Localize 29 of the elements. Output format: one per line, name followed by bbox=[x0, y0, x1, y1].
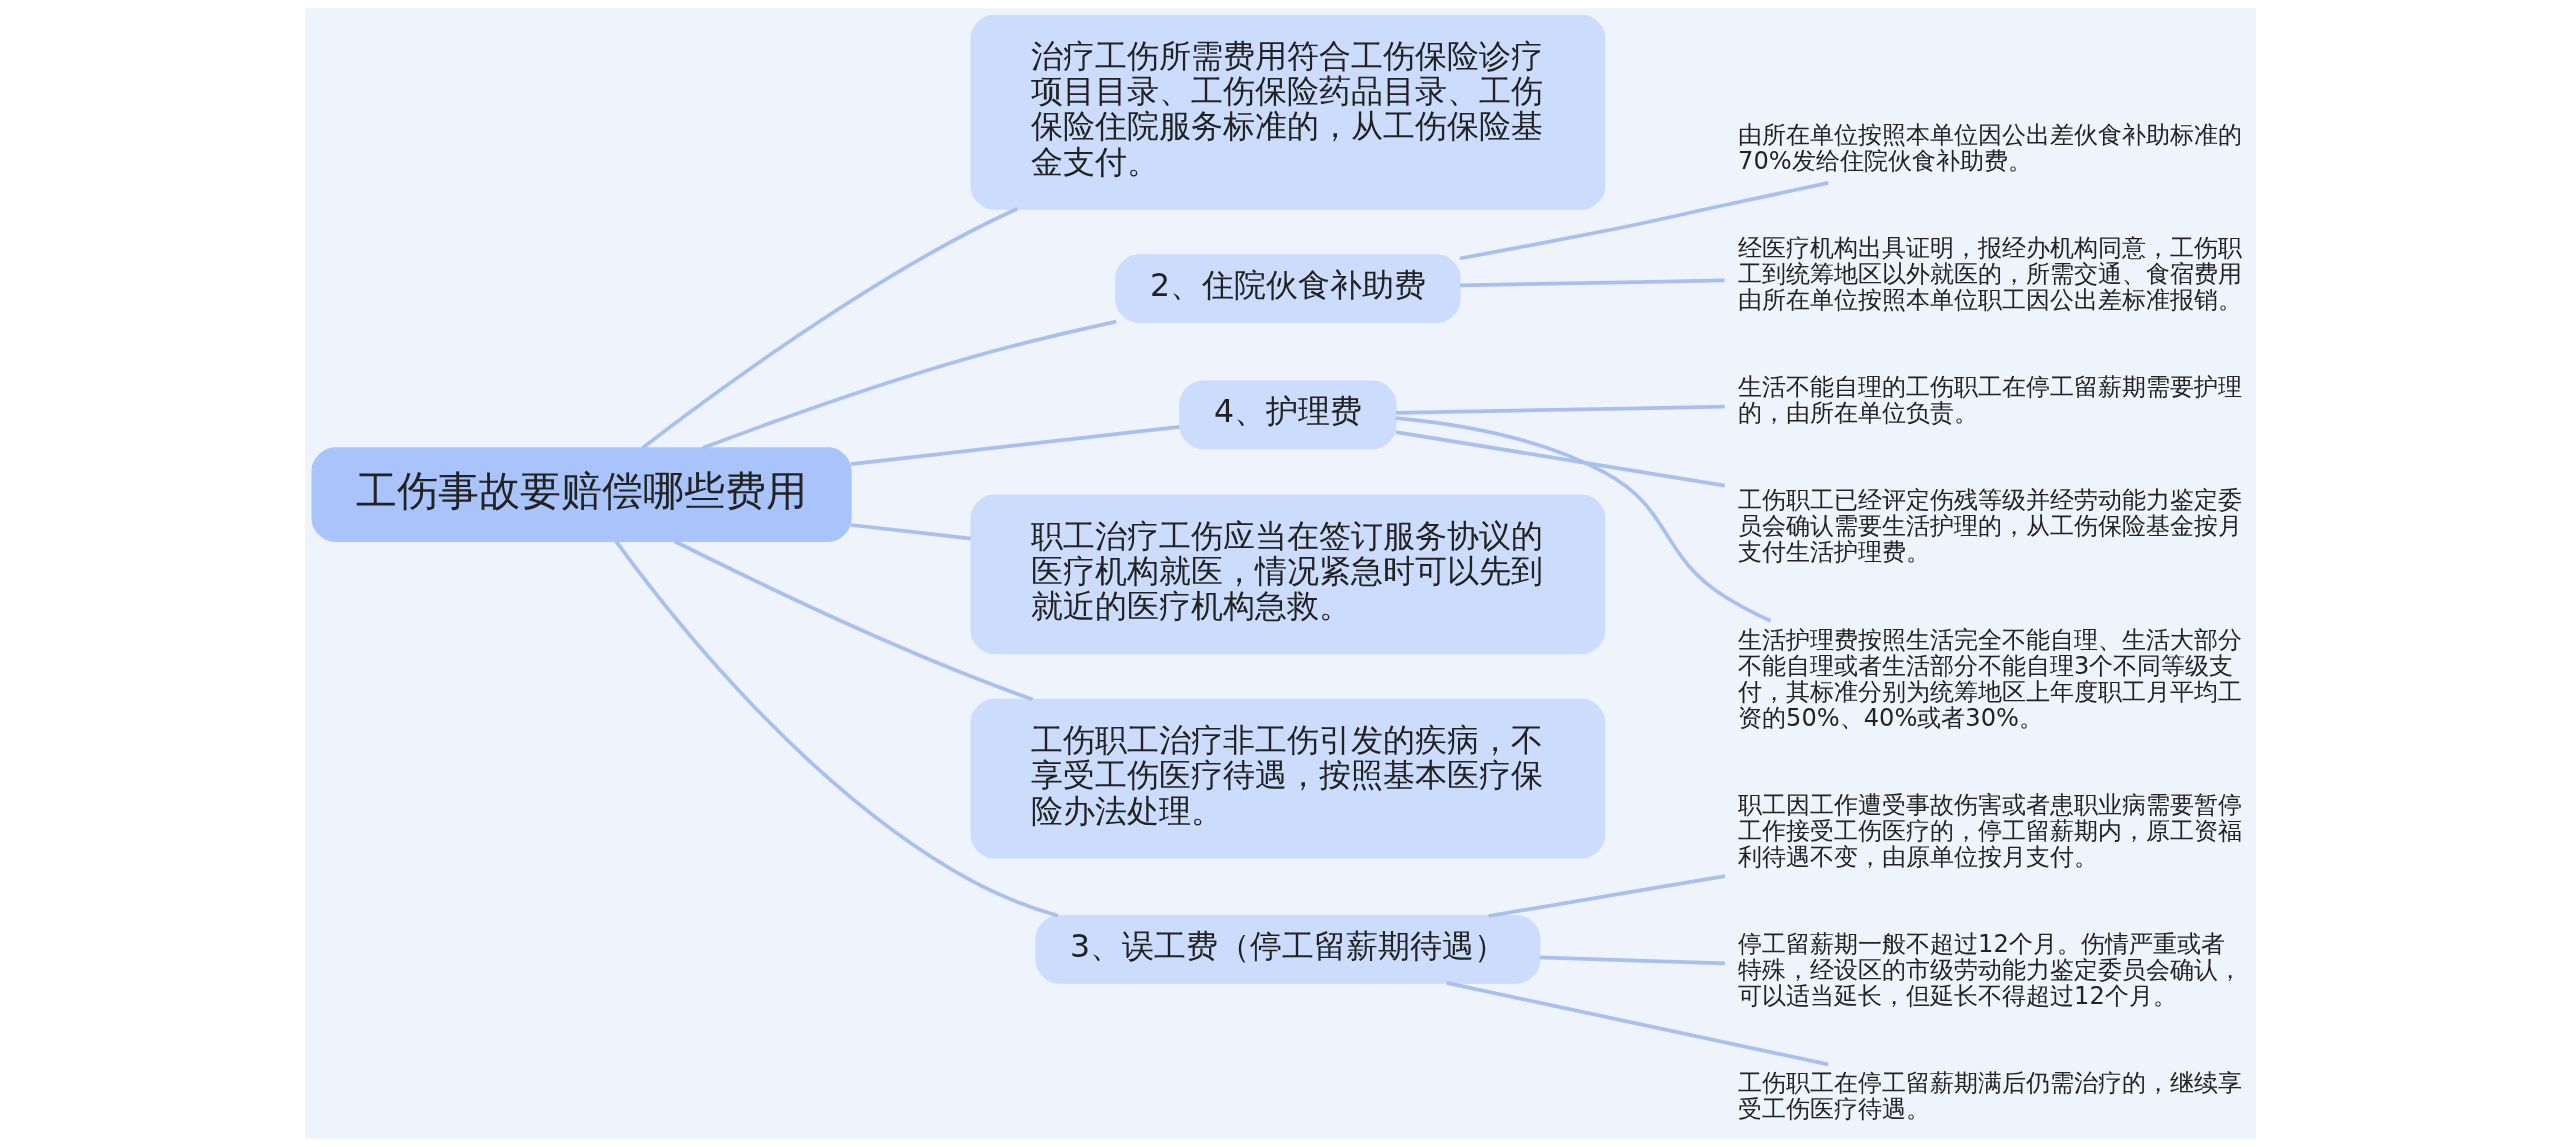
connector bbox=[850, 425, 1180, 467]
connector bbox=[1459, 278, 1725, 288]
connector bbox=[640, 207, 1018, 450]
node-box: 治疗工伤所需费用符合工伤保险诊疗项目目录、工伤保险药品目录、工伤保险住院服务标准的，从工伤保险基金支付。 bbox=[970, 14, 1605, 210]
connector bbox=[1395, 416, 1771, 623]
node-text: 经医疗机构出具证明，报经办机构同意，工伤职工到统筹地区以外就医的，所需交通、食宿费用由所在单位按照本单位职工因公出差标准报销。 bbox=[1737, 233, 2242, 314]
connector bbox=[1395, 430, 1725, 488]
connector bbox=[701, 319, 1116, 450]
node-text: 职工因工作遭受事故伤害或者患职业病需要暂停工作接受工伤医疗的，停工留薪期内，原工资福利待遇不变，由原单位按月支付。 bbox=[1737, 790, 2242, 871]
node-text: 生活护理费按照生活完全不能自理、生活大部分不能自理或者生活部分不能自理3个不同等级支付，其标准分别为统筹地区上年度职工月平均工资的50%、40%或者30%。 bbox=[1737, 625, 2242, 732]
node-box: 4、护理费 bbox=[1178, 380, 1396, 450]
node-box: 2、住院伙食补助费 bbox=[1114, 254, 1461, 323]
connector bbox=[1487, 874, 1725, 918]
connector bbox=[673, 539, 1033, 702]
node-text: 生活不能自理的工伤职工在停工留薪期需要护理的，由所在单位负责。 bbox=[1737, 373, 2242, 428]
node-box: 3、误工费（停工留薪期待遇） bbox=[1034, 915, 1540, 984]
connector bbox=[1445, 981, 1828, 1067]
node-box: 工伤职工治疗非工伤引发的疾病，不享受工伤医疗待遇，按照基本医疗保险办法处理。 bbox=[970, 698, 1605, 859]
node-box: 职工治疗工伤应当在签订服务协议的医疗机构就医，情况紧急时可以先到就近的医疗机构急救。 bbox=[970, 494, 1605, 655]
node-text: 工伤职工在停工留薪期满后仍需治疗的，继续享受工伤医疗待遇。 bbox=[1737, 1069, 2242, 1124]
node-text: 停工留薪期一般不超过12个月。伤情严重或者特殊，经设区的市级劳动能力鉴定委员会确认，可以适当延长，但延长不得超过12个月。 bbox=[1737, 930, 2242, 1010]
connector bbox=[850, 523, 971, 541]
connector bbox=[1458, 181, 1829, 261]
node-text: 工伤职工已经评定伤残等级并经劳动能力鉴定委员会确认需要生活护理的，从工伤保险基金按月支付生活护理费。 bbox=[1737, 486, 2242, 567]
connector bbox=[1395, 404, 1725, 415]
connector bbox=[613, 540, 1058, 918]
node-text: 由所在单位按照本单位因公出差伙食补助标准的70%发给住院伙食补助费。 bbox=[1737, 120, 2242, 175]
connector bbox=[1539, 955, 1725, 966]
node-box: 工伤事故要赔偿哪些费用 bbox=[311, 447, 852, 542]
